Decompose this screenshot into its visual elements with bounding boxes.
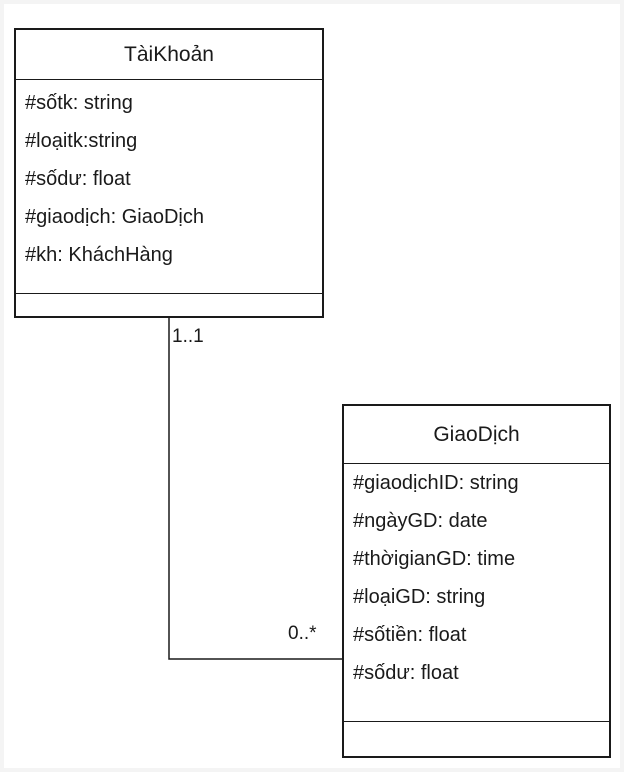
- attribute: #sốdư: float: [25, 168, 131, 190]
- attribute: #sốtk: string: [25, 92, 133, 114]
- target-multiplicity-label: 0..*: [288, 623, 317, 644]
- attribute: #sốdư: float: [353, 662, 459, 684]
- attribute: #giaodịch: GiaoDịch: [25, 206, 204, 228]
- class-box-giaodich[interactable]: GiaoDịch #giaodịchID: string #ngàyGD: da…: [342, 404, 611, 758]
- attribute: #loạitk:string: [25, 130, 138, 152]
- attribute: #sốtiền: float: [353, 624, 467, 646]
- attribute: #giaodịchID: string: [353, 472, 519, 494]
- attribute: #ngàyGD: date: [353, 510, 488, 532]
- attribute: #loạiGD: string: [353, 586, 486, 608]
- attribute-compartment: #giaodịchID: string #ngàyGD: date #thờig…: [344, 464, 609, 722]
- attribute: #thờigianGD: time: [353, 548, 516, 570]
- class-box-taikhoan[interactable]: TàiKhoản #sốtk: string #loạitk:string #s…: [14, 28, 324, 318]
- source-multiplicity-label: 1..1: [172, 326, 204, 347]
- class-name-taikhoan: TàiKhoản: [16, 30, 322, 80]
- attribute-compartment: #sốtk: string #loạitk:string #sốdư: floa…: [16, 80, 322, 294]
- attribute: #kh: KháchHàng: [25, 244, 173, 266]
- class-name-giaodich: GiaoDịch: [344, 406, 609, 464]
